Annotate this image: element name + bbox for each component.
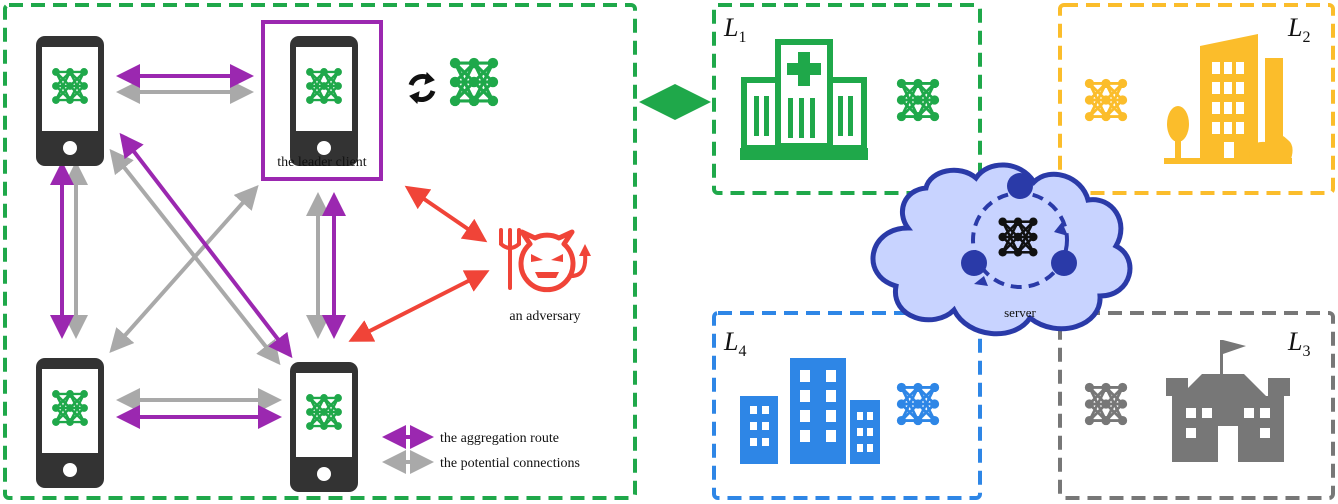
adversary-links — [348, 185, 490, 342]
location-l1-label: L1 — [723, 13, 746, 46]
l2-model-icon — [1083, 77, 1129, 123]
client-group-frame — [3, 3, 637, 500]
legend: the aggregation route the potential conn… — [382, 425, 580, 474]
legend-aggregation-label: the aggregation route — [440, 431, 559, 446]
location-l4-frame — [712, 311, 982, 500]
l1-model-icon — [895, 77, 941, 123]
server-cloud — [870, 162, 1133, 337]
location-l3-label: L3 — [1287, 327, 1310, 360]
location-l2-frame — [1058, 3, 1335, 195]
client-phone-top-left — [36, 36, 104, 166]
client-phone-bottom-left — [36, 358, 104, 488]
adversary-label: an adversary — [509, 309, 580, 324]
l3-model-icon — [1083, 381, 1129, 427]
l4-model-icon — [895, 381, 941, 427]
location-l1-frame — [712, 3, 982, 195]
location-l3-frame — [1058, 311, 1335, 500]
legend-potential-label: the potential connections — [440, 456, 580, 471]
location-l4-label: L4 — [723, 327, 746, 360]
aggregation-routes — [50, 64, 346, 429]
hospital-icon — [740, 39, 868, 160]
office-icon — [740, 358, 880, 464]
client-phone-bottom-right — [290, 362, 358, 492]
sync-icon — [408, 71, 436, 105]
server-label: server — [1004, 305, 1036, 320]
adversary-devil-icon — [499, 228, 591, 293]
location-l2-label: L2 — [1287, 13, 1310, 46]
apartment-icon — [1164, 34, 1293, 164]
global-model-icon — [448, 56, 500, 108]
server-model-icon — [997, 216, 1039, 258]
potential-connections — [64, 80, 330, 412]
leader-client-label: the leader client — [277, 155, 367, 170]
school-icon — [1166, 340, 1290, 462]
client-phone-leader — [290, 36, 358, 166]
leader-client-frame — [261, 20, 383, 181]
